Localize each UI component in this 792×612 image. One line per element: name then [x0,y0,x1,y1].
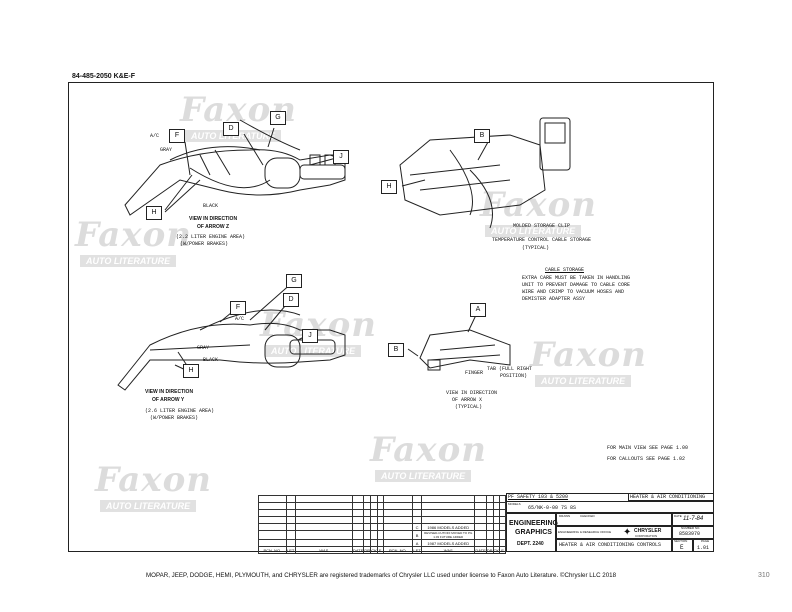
view-caption-arrow: OF ARROW Y [152,397,185,403]
date-label: DATE [674,514,682,518]
callout-h: H [381,180,397,194]
callout-f: F [230,301,246,315]
section: E [680,544,684,551]
callout-b: B [474,129,490,143]
checked-label: CHECKED [580,514,595,518]
label-gray: GRAY [197,345,210,351]
callout-b: B [388,343,404,357]
watermark-logo: Faxon [95,460,212,500]
note-line: EXTRA CARE MUST BE TAKEN IN HANDLING [522,275,631,281]
watermark-subtitle: AUTO LITERATURE [485,225,582,237]
date: 11-7-84 [683,516,704,522]
number-label: NUMBER NO. [681,526,701,530]
view-caption: VIEW IN DIRECTION [189,216,238,222]
label-black: BLACK [203,203,219,209]
page-number: 310 [758,572,770,579]
note-line: WIRE AND CRIMP TO VACUUM HOSES AND [522,289,625,295]
watermark-logo: Faxon [75,215,192,255]
label-black: BLACK [203,357,219,363]
drawn-label: DRAWN [559,514,571,518]
engine-diagram-z [124,119,346,216]
models: 65/NK-0-00 7S 8S [528,505,577,511]
view-caption-arrow: OF ARROW X [452,397,483,403]
watermark-subtitle: AUTO LITERATURE [265,345,362,357]
section-label: SECTION [674,539,688,543]
company-name: CHRYSLER [634,528,662,534]
note-line: DEMISTER ADAPTER ASSY [522,296,586,302]
callout-a: A [470,303,486,317]
heater-unit-diagram [399,117,571,229]
models-label: MODELS [508,502,521,506]
watermark-subtitle: AUTO LITERATURE [375,470,472,482]
watermark-logo: Faxon [530,335,647,375]
watermark-logo: Faxon [370,430,487,470]
storage-caption-typical: (TYPICAL) [522,245,550,251]
finger-label: FINGER [465,370,484,376]
trademark-footer: MOPAR, JEEP, DODGE, HEMI, PLYMOUTH, and … [146,572,617,579]
callout-h: H [146,206,162,220]
engine-note: (2.2 LITER ENGINE AREA) [176,234,246,240]
page-label: PAGE [701,539,710,543]
view-caption: VIEW IN DIRECTION [446,390,498,396]
clip-label: MOLDED STORAGE CLIP [513,223,571,229]
callout-g: G [270,111,286,125]
dept-line1: ENGINEERING [509,520,559,527]
control-head-diagram [407,314,511,371]
note-heading: CABLE STORAGE [545,267,585,273]
category: HEATER & AIR CONDITIONING [630,494,706,500]
view-caption-typical: (TYPICAL) [455,404,483,410]
watermark-subtitle: AUTO LITERATURE [185,130,282,142]
brakes-note: (W/POWER BRAKES) [150,415,199,421]
watermark-subtitle: AUTO LITERATURE [100,500,197,512]
note-line: UNIT TO PREVENT DAMAGE TO CABLE CORE [522,282,631,288]
dept-line2: GRAPHICS [515,529,552,536]
drawing-number: 8583970 [679,531,701,537]
storage-caption: TEMPERATURE CONTROL CABLE STORAGE [492,237,592,243]
engine-note: (2.6 LITER ENGINE AREA) [145,408,215,414]
view-caption-arrow: OF ARROW Z [197,224,230,230]
drawing-title: HEATER & AIR CONDITIONING CONTROLS [559,542,662,548]
tab-label: TAB (FULL RIGHT [487,366,533,372]
callout-d: D [283,293,299,307]
safety-code: PF SAFETY 103 & 5200 [508,494,569,500]
watermark-subtitle: AUTO LITERATURE [80,255,177,267]
callout-j: J [302,329,318,343]
callouts-reference: FOR CALLOUTS SEE PAGE 1.02 [607,456,686,462]
main-view-reference: FOR MAIN VIEW SEE PAGE 1.00 [607,445,689,451]
drawing-page: 1.01 [697,545,710,551]
office: ENGINEERING & RESEARCH OFFICE [558,530,612,534]
company-sub: CORPORATION [635,534,658,538]
callout-h: H [183,364,199,378]
watermark-logo: Faxon [480,185,597,225]
watermark-subtitle: AUTO LITERATURE [535,375,632,387]
pentastar-logo: ✦ [623,527,632,538]
view-caption: VIEW IN DIRECTION [145,389,194,395]
callout-j: J [333,150,349,164]
label-ac: A/C [235,316,245,322]
brakes-note: (W/POWER BRAKES) [180,241,229,247]
label-gray: GRAY [160,147,173,153]
dept-number: DEPT. 2240 [517,541,544,547]
label-ac: A/C [150,133,160,139]
callout-f: F [169,129,185,143]
doc-code: 84-485-2050 K&E-F [72,73,136,80]
tab-label-position: POSITION) [500,373,528,379]
callout-d: D [223,122,239,136]
callout-g: G [286,274,302,288]
